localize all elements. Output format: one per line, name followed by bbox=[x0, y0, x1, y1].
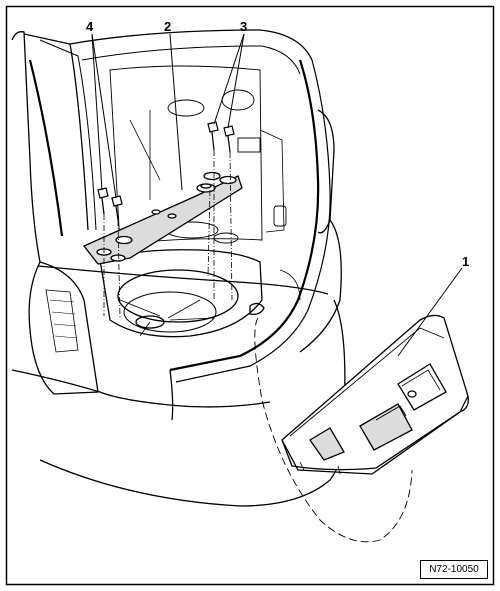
assembly-lines bbox=[103, 150, 233, 319]
bolts-part-4 bbox=[97, 187, 123, 221]
cover-plate-part-2 bbox=[82, 171, 243, 265]
leader-lines bbox=[91, 33, 463, 357]
drawing-reference-number: N72-10050 bbox=[420, 560, 488, 579]
callout-4: 4 bbox=[86, 19, 94, 34]
car-rear-body bbox=[11, 29, 346, 507]
installation-path bbox=[254, 317, 413, 543]
storage-tray-part-1 bbox=[281, 314, 469, 475]
diagram-border bbox=[5, 5, 495, 586]
callout-3: 3 bbox=[240, 19, 247, 34]
callout-2: 2 bbox=[164, 19, 171, 34]
bolts-part-3 bbox=[207, 121, 235, 153]
callout-1: 1 bbox=[462, 254, 469, 269]
